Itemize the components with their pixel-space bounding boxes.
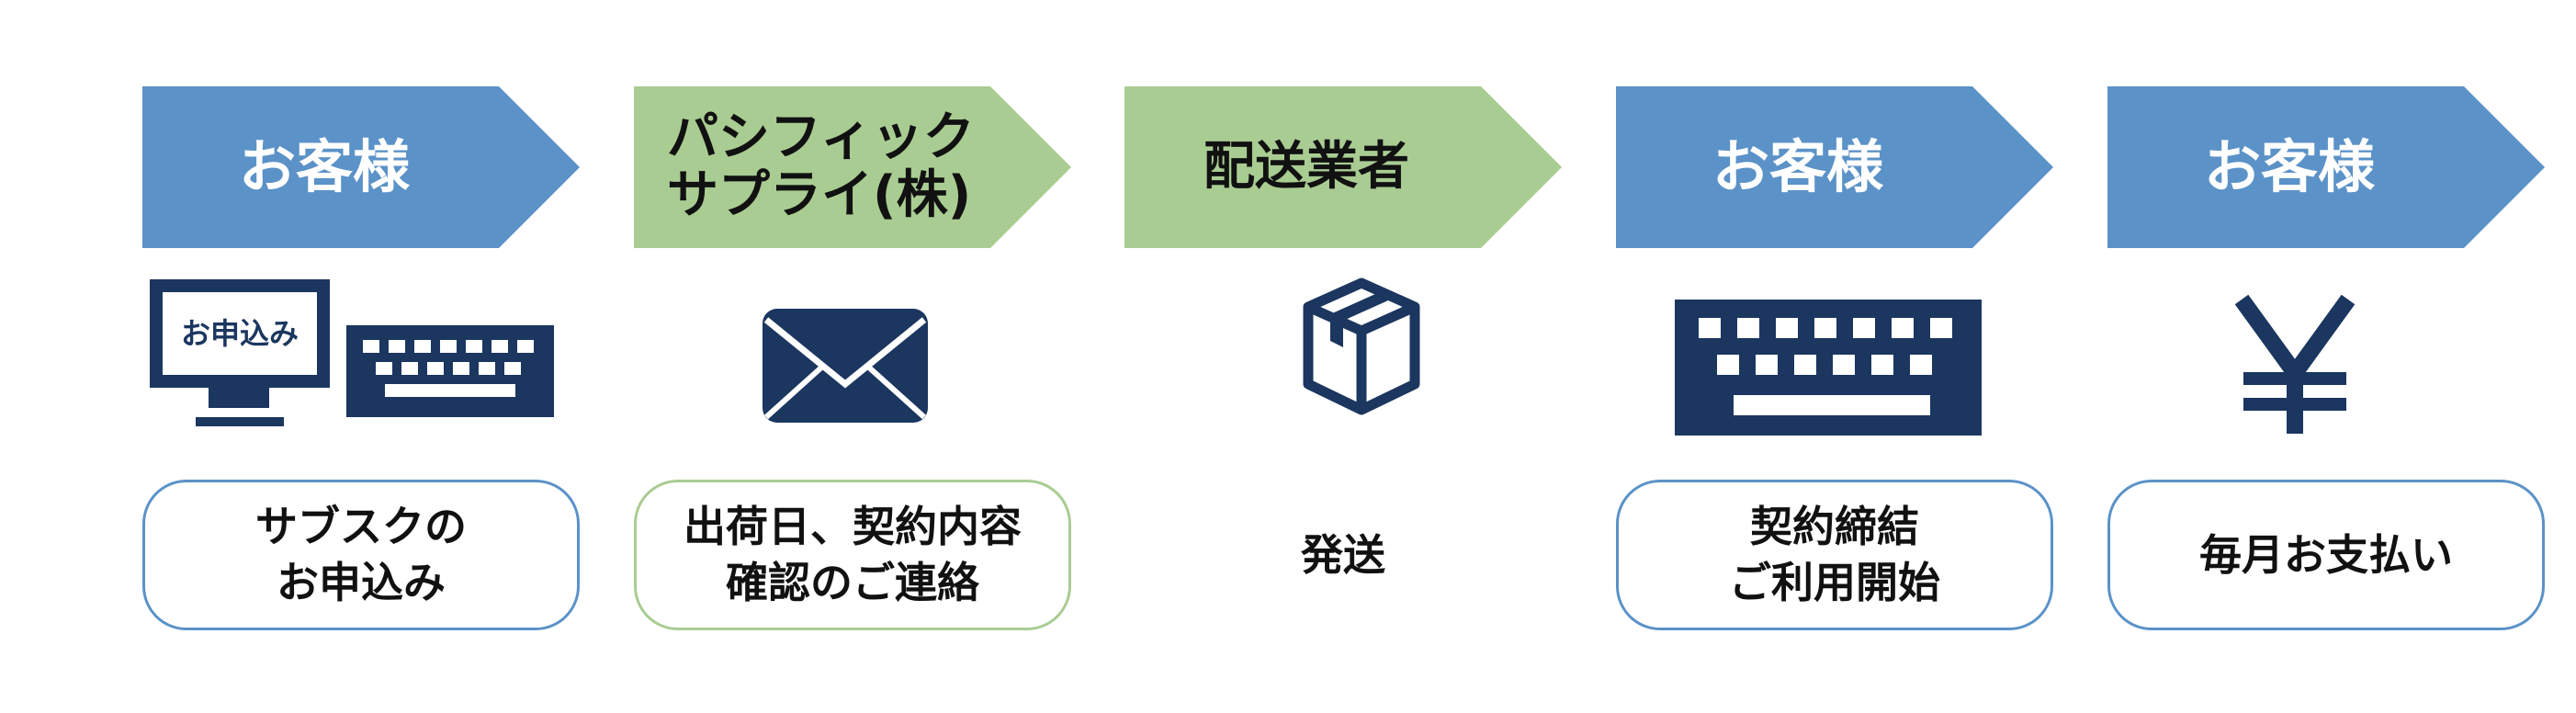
step-2-header-arrow: パシフィック サプライ(株) [634, 86, 1071, 248]
step-2-description-box: 出荷日、契約内容 確認のご連絡 [634, 480, 1071, 630]
step-1-header-label: お客様 [238, 133, 410, 201]
arrow-shape [142, 86, 580, 248]
arrow-shape [1616, 86, 2053, 248]
step-3-header-label: 配送業者 [1203, 136, 1409, 197]
arrow-shape [1124, 86, 1562, 248]
step-1-description-box: サブスクの お申込み [142, 480, 580, 630]
step-3-description: 発送 [1124, 480, 1562, 630]
step-1-header-arrow: お客様 [142, 86, 580, 248]
step-5-header-label: お客様 [2203, 133, 2375, 201]
package-box-icon [1124, 270, 1562, 445]
flow-step-1: お客様 お申込み サブスクの お申込み [142, 86, 580, 638]
flow-step-5: お客様 毎月お支払い [2107, 86, 2545, 638]
step-2-header-label: パシフィック サプライ(株) [667, 108, 975, 225]
flow-step-3: 配送業者 発送 [1124, 86, 1562, 638]
step-5-description-box: 毎月お支払い [2107, 480, 2545, 630]
arrow-shape [634, 86, 1071, 248]
flow-step-4: お客様 契約締結 ご利用開始 [1616, 86, 2053, 638]
step-5-header-arrow: お客様 [2107, 86, 2545, 248]
step-4-header-label: お客様 [1712, 133, 1883, 201]
step-3-header-arrow: 配送業者 [1124, 86, 1562, 248]
step-4-description-box: 契約締結 ご利用開始 [1616, 480, 2053, 630]
flow-step-2: パシフィック サプライ(株) 出荷日、契約内容 確認のご連絡 [634, 86, 1071, 638]
keyboard-icon [1616, 270, 2053, 445]
envelope-icon [634, 270, 1071, 445]
monitor-screen-text: お申込み [181, 316, 299, 351]
yen-icon [2107, 270, 2545, 445]
step-4-header-arrow: お客様 [1616, 86, 2053, 248]
arrow-shape [2107, 86, 2545, 248]
computer-keyboard-icon: お申込み [142, 270, 580, 445]
